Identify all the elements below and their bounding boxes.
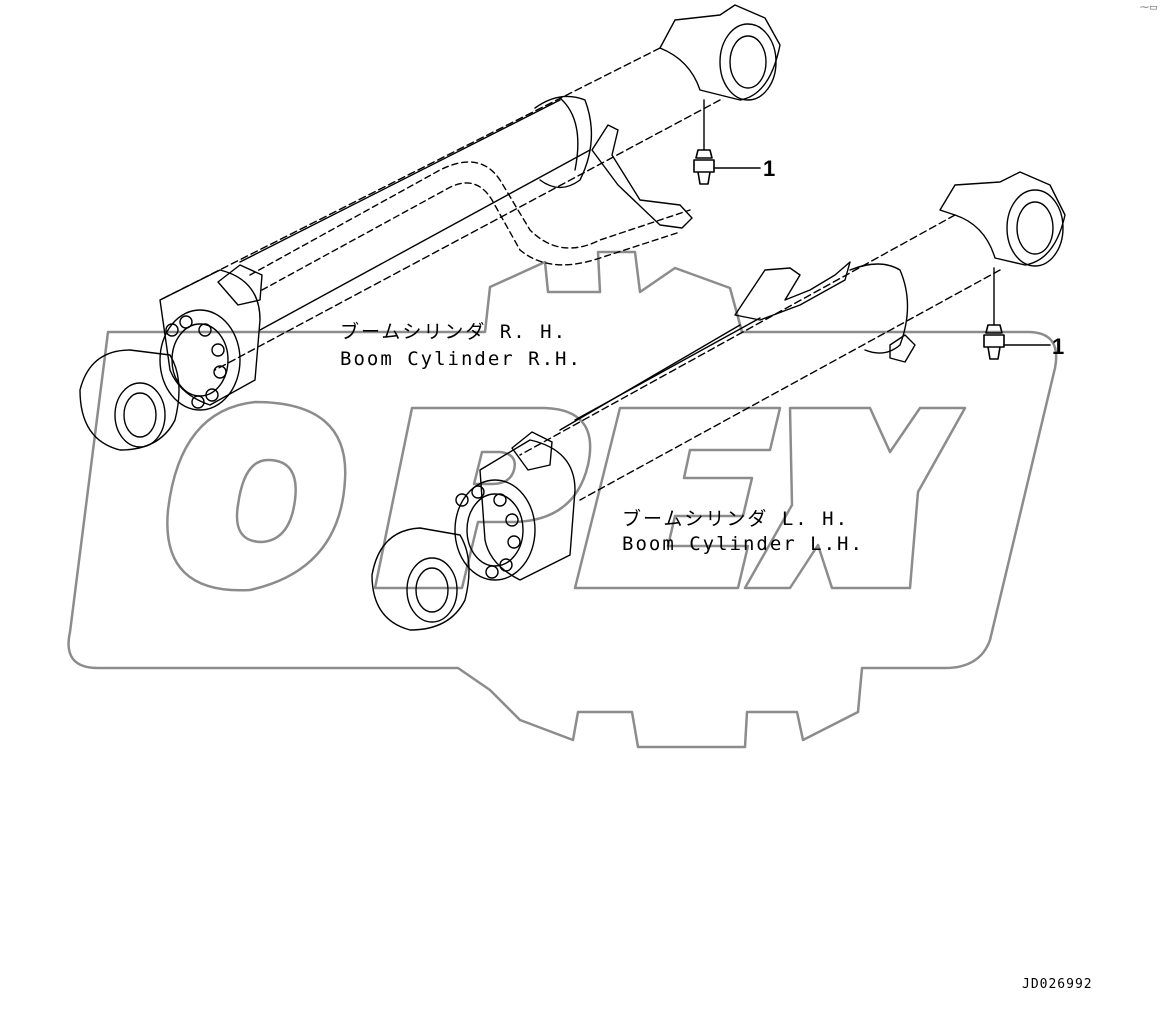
cylinder-rh-rod-end-block <box>159 269 261 406</box>
cylinder-rh-band-2 <box>559 97 579 171</box>
cylinder-lh-gland <box>454 479 536 581</box>
cylinder-rh-bolts <box>165 315 227 409</box>
cylinder-rh-port-block <box>217 264 263 306</box>
cylinder-lh-rod-eye-bore <box>406 557 458 623</box>
cylinder-lh-rod-eye <box>371 527 470 631</box>
bolt <box>213 365 227 379</box>
cylinder-rh-rod-bottom <box>259 149 591 331</box>
cylinder-rh-label-jp: ブームシリンダ R. H. <box>340 321 568 343</box>
watermark-gear-outline <box>67 250 1058 749</box>
bolt <box>205 388 219 402</box>
cylinder-lh-band <box>849 263 909 354</box>
bolt <box>191 395 205 409</box>
callout-number-top: 1 <box>763 156 776 181</box>
cylinder-rh-label-en: Boom Cylinder R.H. <box>340 348 582 370</box>
cylinder-rh-rod-eye <box>79 349 180 451</box>
bolt <box>505 513 519 527</box>
boom-cylinder-rh <box>79 4 781 451</box>
cylinder-lh-label-en: Boom Cylinder L.H. <box>622 533 864 555</box>
cylinder-rh-tube-top <box>159 47 661 301</box>
cylinder-lh-rod-end-block <box>479 439 576 581</box>
cylinder-lh-label-jp: ブームシリンダ L. H. <box>622 508 850 530</box>
cylinder-lh-port-block <box>511 431 553 471</box>
cylinder-rh-rod-eye-bore-inner <box>123 392 157 438</box>
cylinder-lh-grease-fitting <box>983 324 1005 360</box>
cylinder-rh-head-eye <box>719 23 777 101</box>
cylinder-lh-rod-eye-bore-inner <box>415 567 449 613</box>
bolt <box>198 323 212 337</box>
cylinder-rh-pipe-2 <box>261 182 681 291</box>
cylinder-lh-pipe-2 <box>574 317 761 421</box>
cylinder-lh-head-block <box>939 171 1066 266</box>
watermark-logo <box>67 250 1058 749</box>
bolt <box>211 343 225 357</box>
boom-cylinder-lh <box>371 171 1066 631</box>
cylinder-lh-bolts <box>455 485 521 579</box>
document-id: JD026992 <box>1022 977 1093 992</box>
cylinder-rh-gland <box>159 309 241 411</box>
bolt <box>485 565 499 579</box>
cylinder-lh-gland-inner <box>466 493 524 567</box>
cylinder-lh-pipe <box>559 324 741 431</box>
bolt <box>471 485 485 499</box>
cylinder-rh-band <box>534 95 593 189</box>
bolt <box>179 315 193 329</box>
cylinder-lh-bracket <box>734 261 851 321</box>
cylinder-rh-bracket <box>591 124 693 229</box>
bolt <box>493 493 507 507</box>
cylinder-lh-head-eye <box>1006 189 1064 267</box>
bolt <box>455 493 469 507</box>
cylinder-rh-rod-eye-bore <box>114 382 166 448</box>
cylinder-rh-head-eye-inner <box>729 35 767 89</box>
cylinder-rh-rod-top <box>239 99 561 263</box>
cylinder-rh-tube-bottom <box>214 99 721 371</box>
cylinder-rh-gland-inner <box>171 323 229 397</box>
corner-mark: ⁓▭ <box>1140 3 1158 13</box>
cylinder-rh-head-block <box>659 4 781 101</box>
cylinder-rh-grease-fitting <box>693 149 715 185</box>
watermark-letter-e <box>573 406 782 590</box>
cylinder-lh-head-eye-inner <box>1016 201 1054 255</box>
watermark-letter-o <box>166 400 347 592</box>
watermark-letter-x <box>743 406 967 590</box>
cylinder-lh-tube-bottom <box>579 269 1001 501</box>
bolt <box>165 323 179 337</box>
cylinder-lh-clamp <box>889 334 916 363</box>
callout-number-right: 1 <box>1052 334 1065 359</box>
cylinder-rh-pipe <box>249 161 691 276</box>
cylinder-lh-tube-top <box>519 214 956 456</box>
bolt <box>499 558 513 572</box>
bolt <box>507 535 521 549</box>
